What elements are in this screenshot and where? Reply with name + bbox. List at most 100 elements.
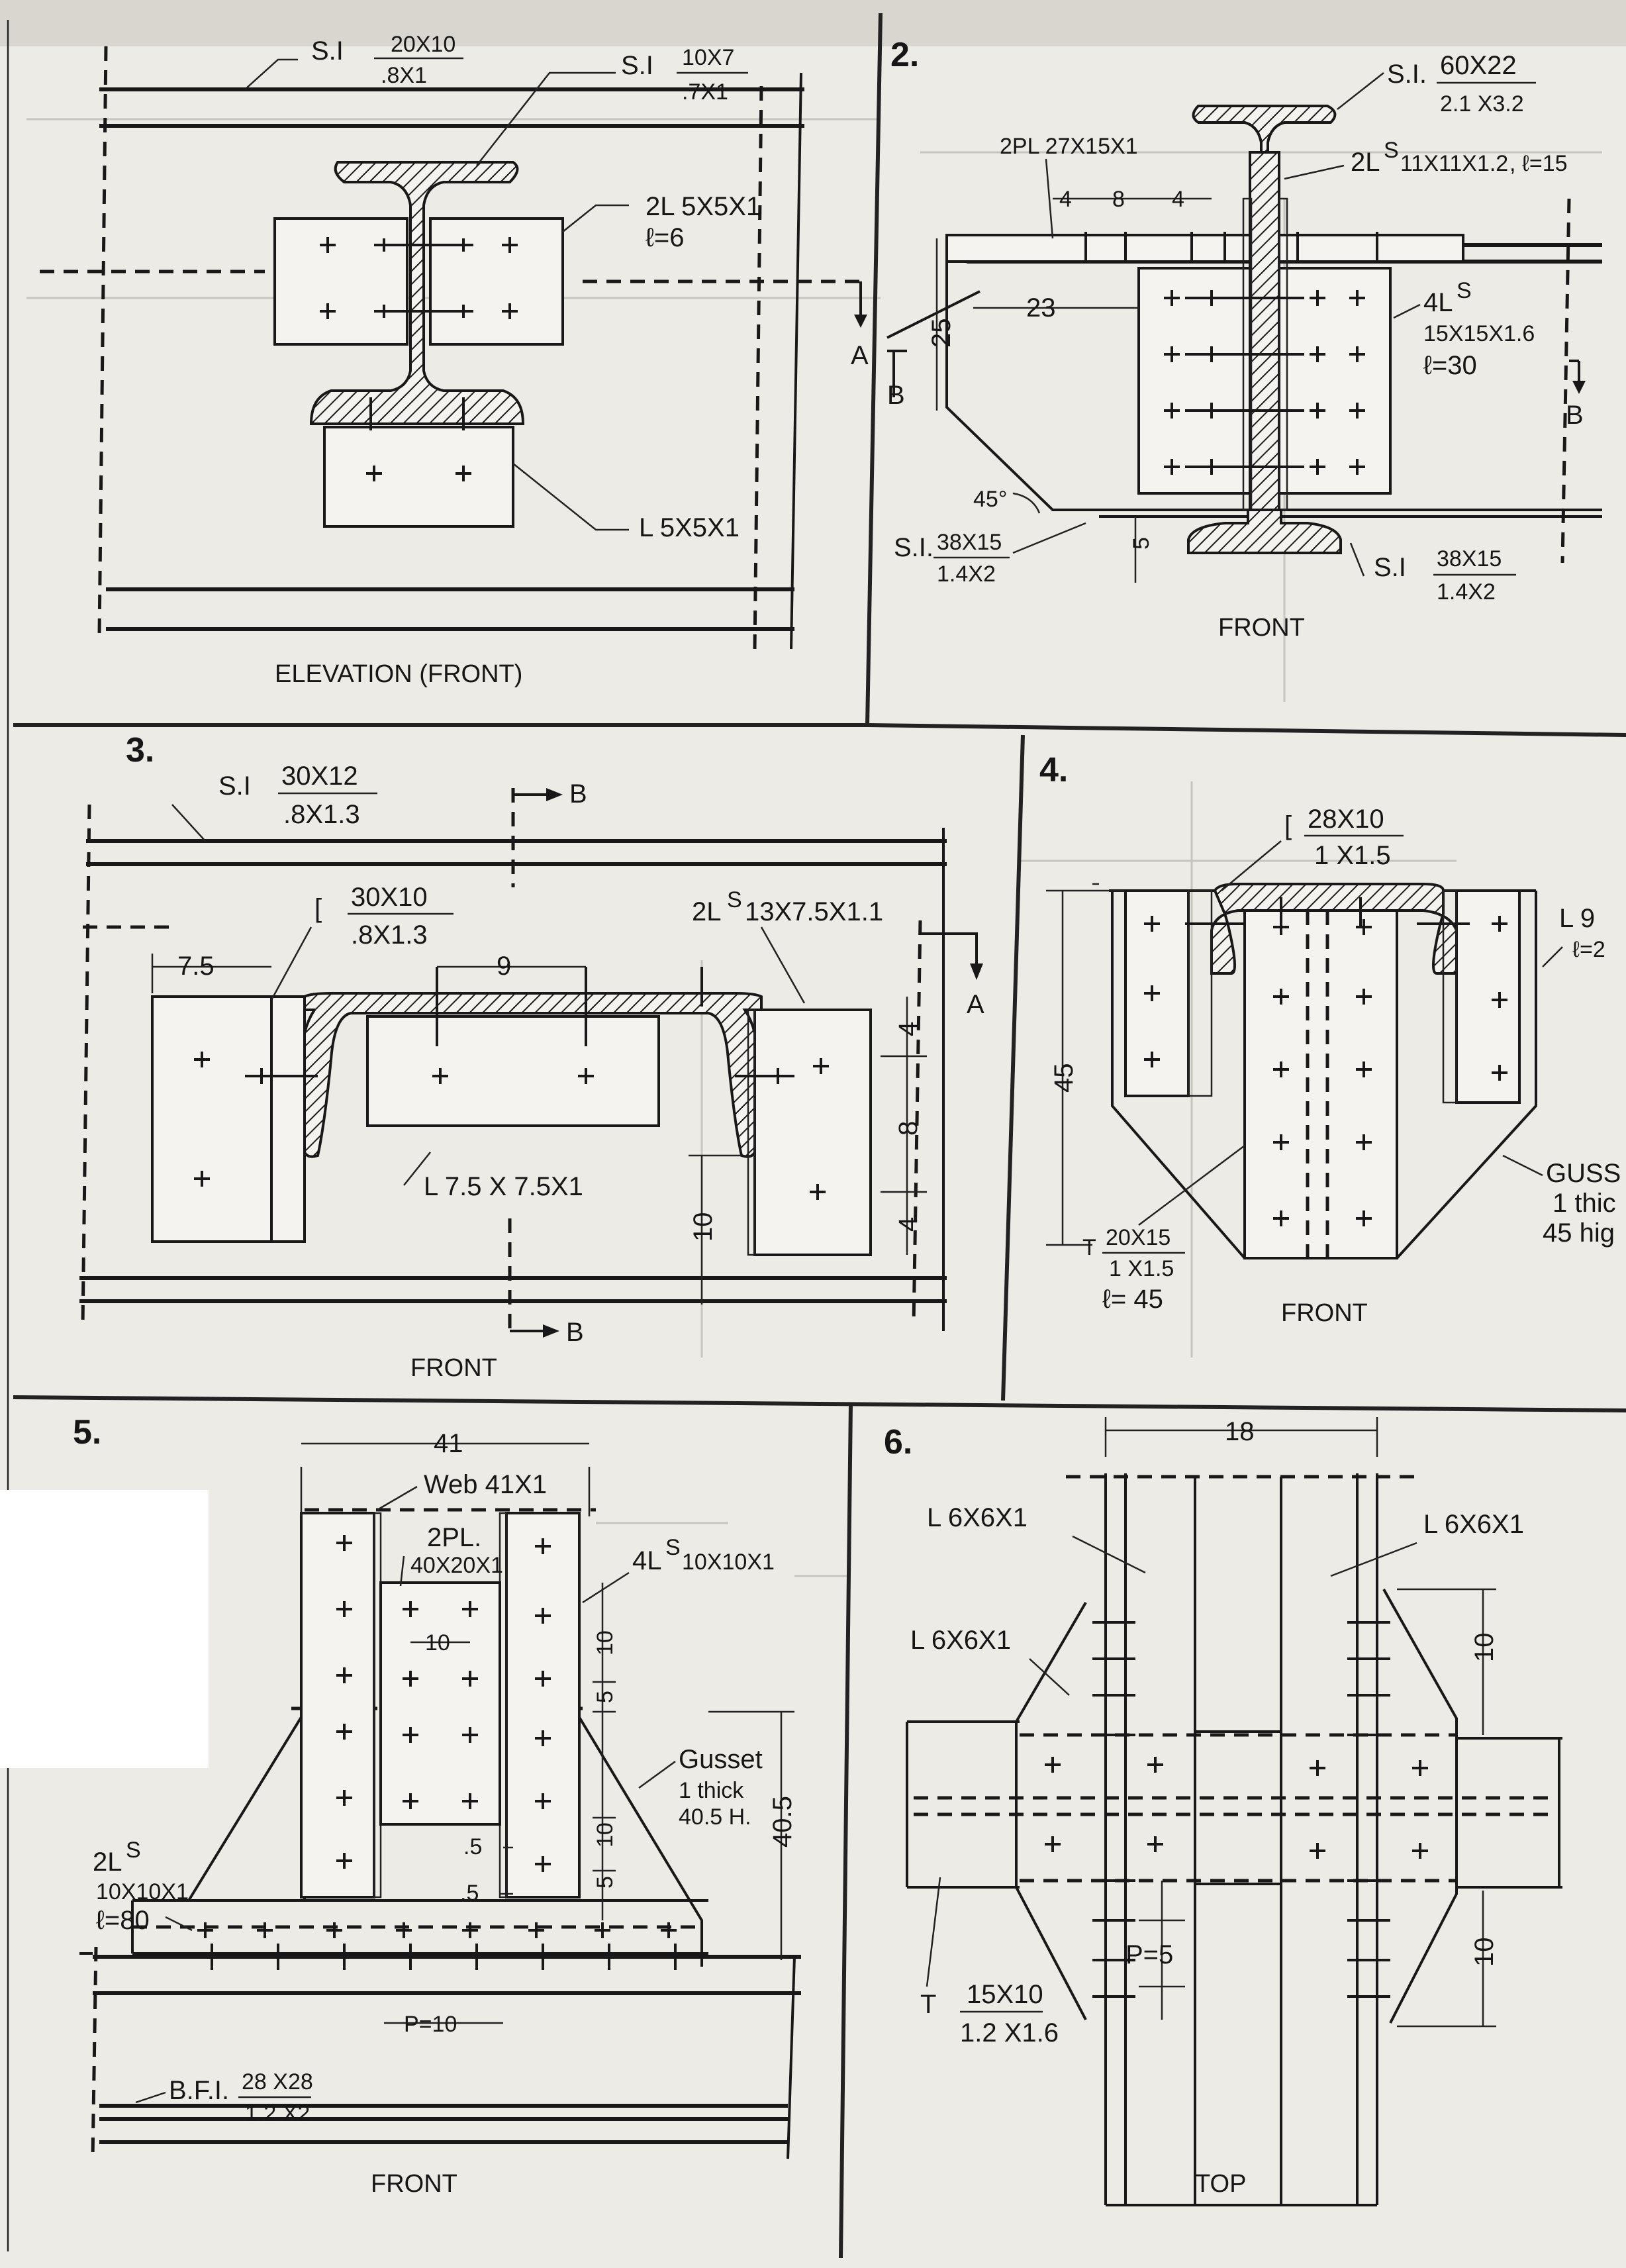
channel-prefix: [ — [1284, 811, 1292, 840]
panel-3: 3. B B A — [79, 731, 984, 1382]
dim-41: 41 — [434, 1429, 463, 1458]
gusset-l3: 40.5 H. — [679, 1804, 751, 1830]
bottom-angle-plate — [366, 1015, 660, 1127]
plates-l2: 40X20X1 — [410, 1553, 503, 1578]
top-section-prefix: S.I. — [1387, 60, 1427, 89]
angles-sup: S — [727, 887, 742, 912]
bottom-angle-label: L 5X5X1 — [639, 513, 740, 542]
panel-1-title: ELEVATION (FRONT) — [275, 660, 522, 688]
dim-right-1: 10 — [593, 1630, 618, 1655]
angles-4-l2: 15X15X1.6 — [1423, 321, 1535, 346]
angle-plate-left — [273, 217, 408, 346]
angle-tl: L 6X6X1 — [927, 1503, 1028, 1532]
angles-web-sup: S — [1384, 138, 1399, 163]
spacing-2: 8 — [1112, 187, 1125, 212]
side-angles-length: ℓ=6 — [646, 223, 685, 252]
angles-sup: S — [665, 1535, 681, 1560]
gusset-l2: 1 thick — [679, 1778, 744, 1803]
angles-4-l1: 4L — [1423, 288, 1453, 317]
panel-6: 6. — [884, 1417, 1562, 2206]
pitch: P=10 — [404, 2012, 457, 2037]
gusset-l1: GUSS — [1546, 1159, 1621, 1188]
web-label: Web 41X1 — [424, 1470, 547, 1499]
column-i-section — [309, 161, 525, 425]
panel-6-number: 6. — [884, 1423, 912, 1461]
dim-25: 25 — [927, 319, 956, 348]
bottom-i-flange — [1187, 509, 1342, 554]
bottom-right-den: 1.4X2 — [1437, 579, 1496, 605]
angle-right — [505, 1512, 581, 1898]
angles-l2: 13X7.5X1.1 — [745, 897, 883, 926]
top-chord-den: .8X1.3 — [283, 800, 360, 829]
dim-5: 5 — [1129, 537, 1154, 550]
section-a: A — [967, 990, 984, 1019]
angles-l1: 4L — [632, 1546, 662, 1575]
angle-right — [1455, 889, 1521, 1104]
top-section-num: 60X22 — [1440, 51, 1517, 80]
dim-10-inner: 10 — [425, 1630, 450, 1655]
panel-3-title: FRONT — [410, 1354, 497, 1382]
dim-23: 23 — [1026, 293, 1056, 322]
bottom-angles-sup: S — [126, 1838, 141, 1863]
dim-9: 9 — [497, 952, 511, 981]
side-angles-label: 2L 5X5X1 — [646, 192, 761, 221]
dim-7-5: 7.5 — [177, 952, 215, 981]
tee-length: ℓ= 45 — [1102, 1285, 1163, 1314]
dim-40-5: 40.5 — [768, 1796, 797, 1848]
bottom-angles-l2: 10X10X1 — [96, 1879, 189, 1904]
panel-2-number: 2. — [890, 36, 919, 74]
spacing-1: 4 — [1059, 187, 1072, 212]
dim-right-4: 5 — [593, 1876, 618, 1889]
angle-ml: L 6X6X1 — [910, 1626, 1011, 1655]
dim-right-1: 4 — [894, 1022, 923, 1036]
panel-4-title: FRONT — [1281, 1299, 1368, 1327]
post-den: .7X1 — [682, 79, 728, 105]
angle-right-l1: L 9 — [1559, 904, 1595, 933]
angle-bottom: L 7.5 X 7.5X1 — [424, 1172, 583, 1201]
channel-den: 1 X1.5 — [1314, 841, 1391, 870]
angles-web-l1: 2L — [1351, 148, 1380, 177]
plate-right — [753, 1009, 872, 1256]
tee-den: 1.2 X1.6 — [960, 2018, 1059, 2047]
tee-num: 20X15 — [1106, 1225, 1171, 1250]
panel-5: 5. — [73, 1413, 801, 2198]
spacing-3: 4 — [1172, 187, 1184, 212]
tee-den: 1 X1.5 — [1109, 1256, 1174, 1281]
section-right: B — [1566, 401, 1584, 430]
dim-right-2: 8 — [894, 1121, 923, 1136]
plate-left — [151, 995, 273, 1243]
scan-artifacts — [0, 0, 1626, 1577]
bottom-angles-l1: 2L — [93, 1848, 122, 1877]
dim-10-top: 10 — [1470, 1633, 1499, 1663]
angle-left — [300, 1512, 375, 1898]
angles-4-l3: ℓ=30 — [1423, 351, 1477, 380]
top-chord-prefix: S.I — [311, 36, 344, 66]
dim-5b: .5 — [460, 1881, 479, 1906]
channel-num: 30X10 — [351, 883, 428, 912]
dim-45: 45 — [1049, 1063, 1078, 1093]
top-chord-prefix: S.I — [218, 771, 251, 801]
angles-web-l3: , ℓ=15 — [1509, 151, 1568, 176]
flange-num: 28 X28 — [242, 2069, 313, 2095]
top-section-den: 2.1 X3.2 — [1440, 91, 1524, 117]
dim-10-bot: 10 — [1470, 1938, 1499, 1967]
web-plates — [379, 1581, 501, 1826]
angle-45: 45° — [973, 487, 1007, 512]
channel-prefix: [ — [314, 894, 322, 923]
plates-label: 2PL 27X15X1 — [1000, 134, 1138, 159]
panel-5-number: 5. — [73, 1413, 101, 1452]
pitch: P=5 — [1125, 1940, 1173, 1969]
dim-18: 18 — [1225, 1417, 1255, 1446]
angles-web-l2: 11X11X1.2 — [1400, 151, 1508, 176]
dim-right-3: 4 — [894, 1217, 923, 1232]
post-num: 10X7 — [682, 45, 734, 70]
tee-prefix: T — [1082, 1235, 1096, 1260]
tee-num: 15X10 — [967, 1980, 1043, 2009]
panel-6-title: TOP — [1195, 2170, 1246, 2198]
angle-tr: L 6X6X1 — [1423, 1510, 1524, 1539]
panel-1: A S.I 20X10 .8X1 S.I 10X7 .7X1 2L 5X5X1 — [40, 32, 869, 688]
section-top: B — [569, 779, 587, 809]
blank-patch — [0, 1490, 209, 1768]
top-chord-num: 20X10 — [391, 32, 455, 57]
